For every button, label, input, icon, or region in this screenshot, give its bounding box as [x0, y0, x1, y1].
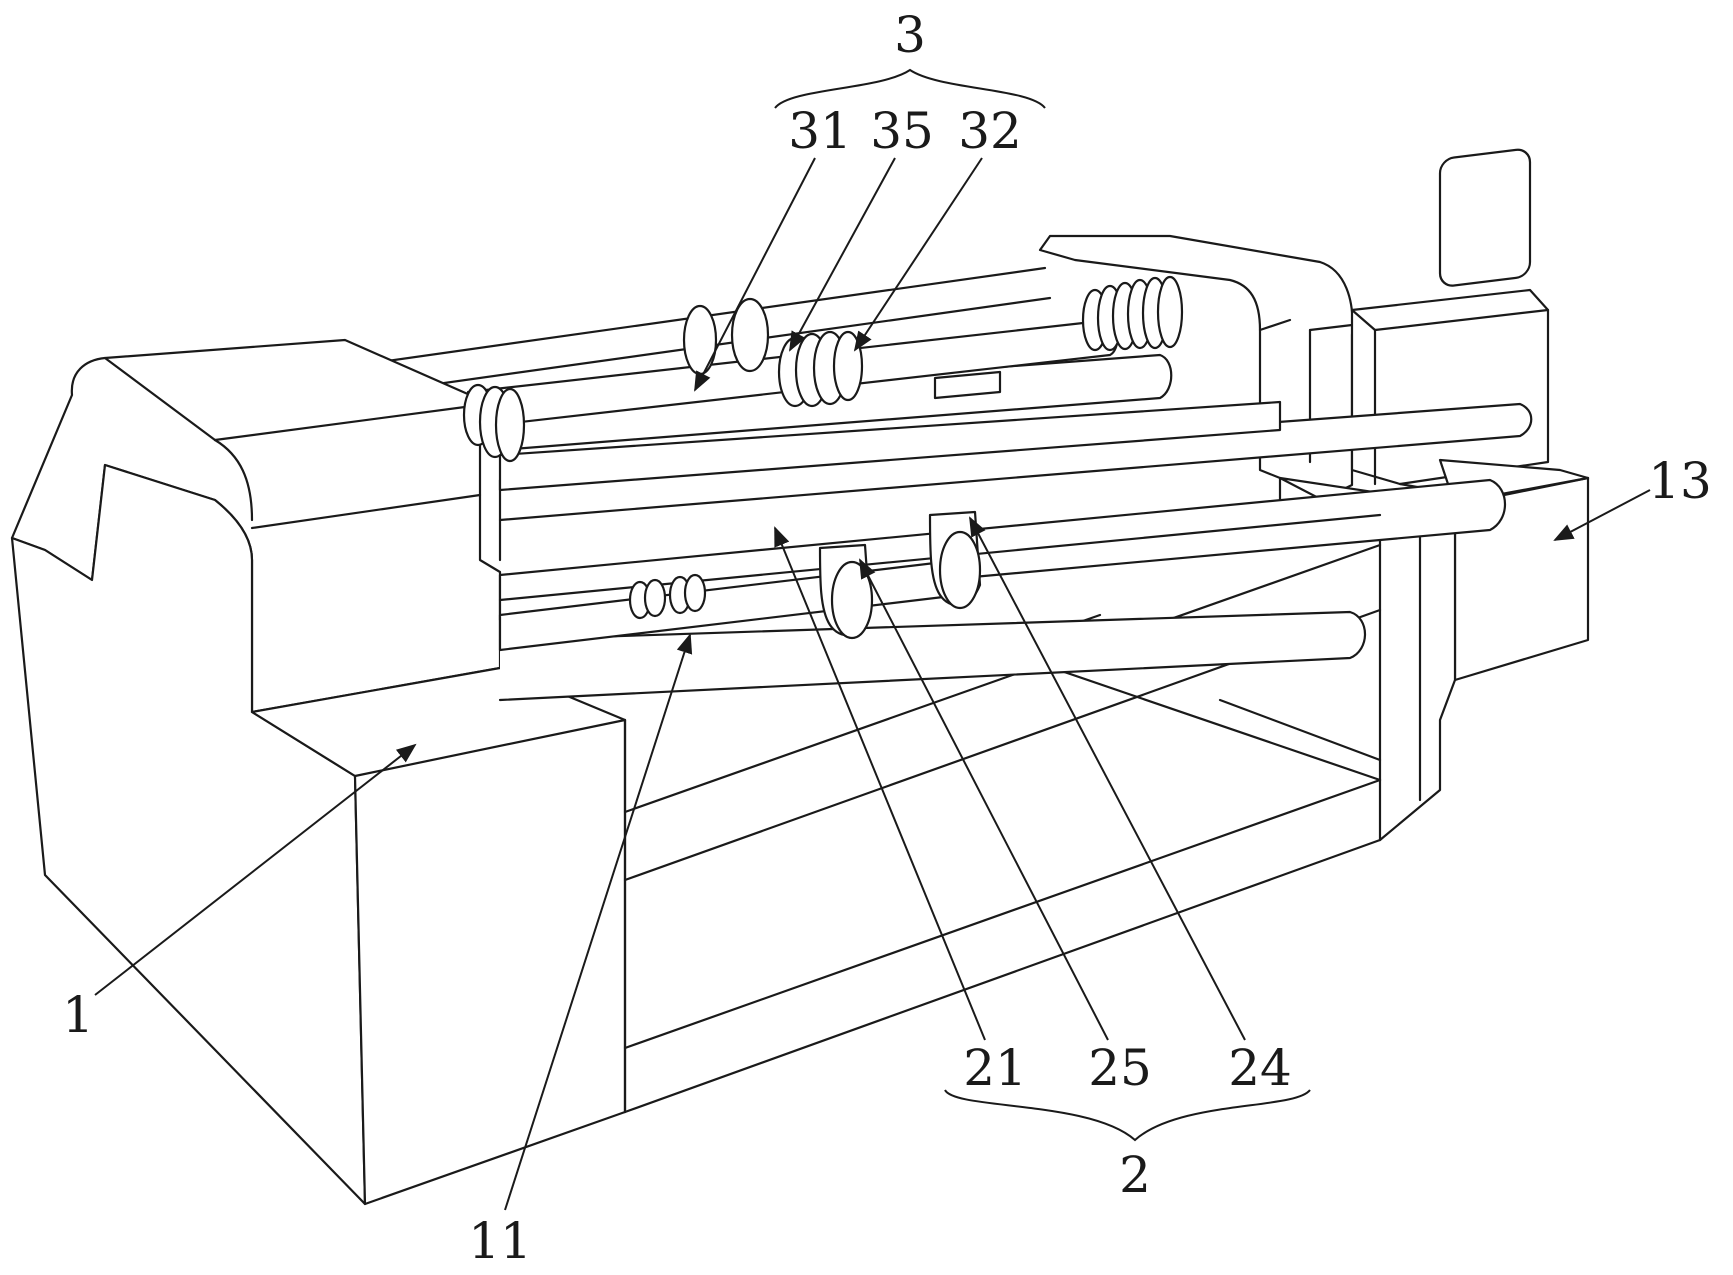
label-13: 13 — [1648, 452, 1712, 510]
leader-31 — [694, 157, 816, 392]
leader-21 — [774, 526, 986, 1041]
label-35: 35 — [870, 102, 934, 160]
guide-bar-21 — [498, 402, 1533, 562]
leader-1 — [94, 743, 417, 996]
label-31: 31 — [788, 102, 852, 160]
label-25: 25 — [1088, 1039, 1152, 1097]
label-3: 3 — [894, 6, 926, 64]
leader-32 — [853, 157, 983, 352]
label-21: 21 — [963, 1039, 1027, 1097]
leader-35 — [789, 157, 896, 352]
label-1: 1 — [62, 986, 94, 1044]
roller-11 — [498, 610, 1366, 702]
blade-holder-25 — [818, 543, 874, 640]
brace-3 — [774, 68, 1046, 109]
blade-holder-24 — [928, 510, 982, 610]
label-2: 2 — [1119, 1146, 1151, 1204]
label-24: 24 — [1228, 1039, 1292, 1097]
leader-13 — [1553, 489, 1651, 541]
small-bracket — [933, 370, 1002, 400]
label-11: 11 — [468, 1212, 532, 1270]
label-32: 32 — [958, 102, 1022, 160]
brace-2 — [944, 1089, 1311, 1142]
leader-11 — [504, 633, 693, 1211]
leader-25 — [859, 558, 1109, 1041]
leader-24 — [969, 516, 1246, 1041]
base-frame-1 — [10, 338, 1382, 1206]
